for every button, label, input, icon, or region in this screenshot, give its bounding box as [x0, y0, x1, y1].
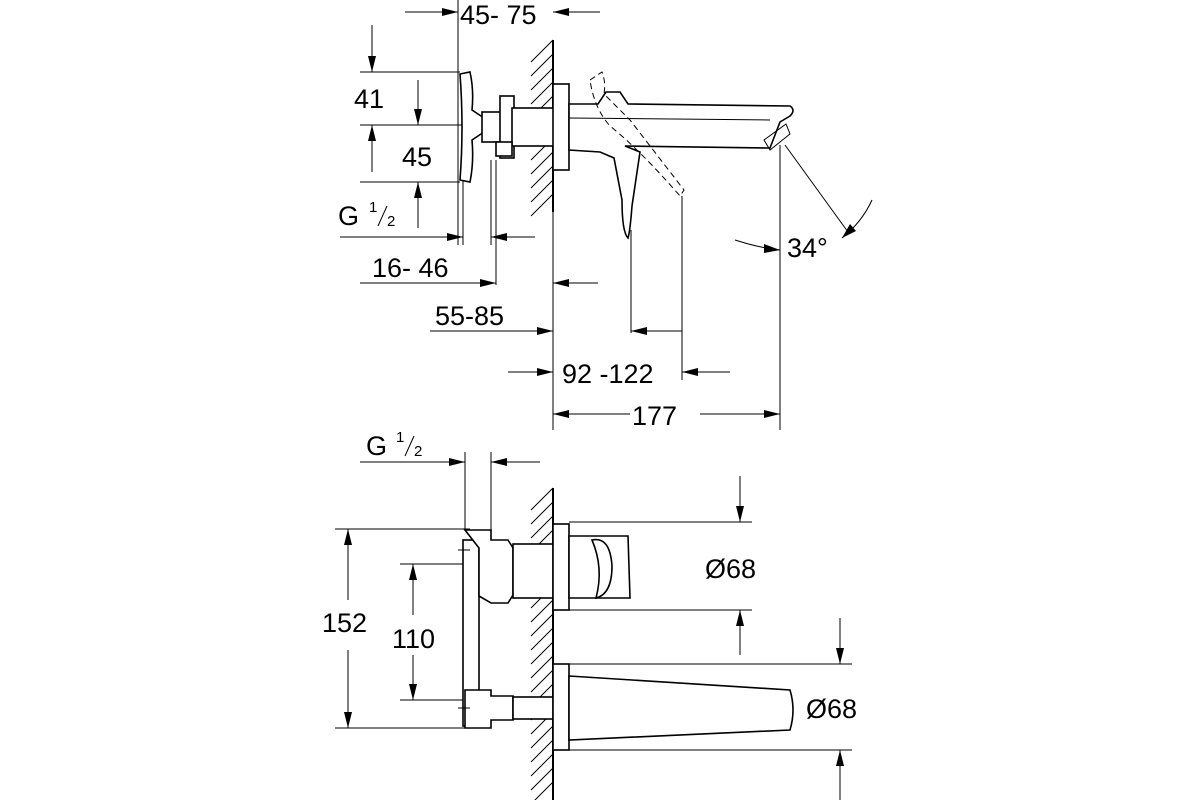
wall-hatch-line: [530, 81, 554, 105]
wall-hatch-line: [530, 767, 554, 791]
dim-92-122: 92 -122: [562, 359, 654, 389]
wall-hatch-line: [530, 179, 554, 203]
dim-dia-spout: Ø68: [806, 694, 857, 724]
spout-top: [568, 91, 794, 240]
svg-text:2: 2: [387, 213, 395, 230]
wall-hatch-line: [530, 725, 554, 749]
wall-bottom: [530, 487, 554, 800]
wall-hatch-line: [530, 67, 554, 91]
escutcheon-top: [552, 83, 570, 171]
handle-lever-side: [459, 71, 555, 183]
dim-41: 41: [354, 84, 384, 114]
dim-177: 177: [632, 401, 677, 431]
dim-110: 110: [392, 624, 435, 654]
svg-text:G: G: [366, 431, 387, 461]
wall-hatch-line: [530, 487, 554, 511]
dim-angle-34: 34°: [787, 233, 828, 263]
dim-55-85: 55-85: [435, 301, 504, 331]
wall-hatch-line: [530, 39, 554, 63]
wall-hatch-line: [530, 515, 554, 539]
wall-hatch-line: [530, 641, 554, 665]
bottom-view: G 1 2 152 110: [322, 429, 857, 800]
top-view: 45- 75 41 45 G 1 2 16- 46: [338, 0, 873, 431]
svg-text:G: G: [338, 201, 359, 231]
wall-hatch-line: [530, 501, 554, 525]
in-wall-body: [458, 529, 554, 729]
wall-hatch-line: [530, 53, 554, 77]
wall-hatch-line: [530, 599, 554, 623]
spout-escutcheon: [552, 663, 794, 751]
wall-hatch-line: [530, 193, 554, 217]
wall-hatch-line: [534, 781, 554, 800]
lever-alt-position: [589, 71, 685, 197]
dim-16-46: 16- 46: [372, 253, 449, 283]
thread-label-top: G 1 2: [338, 199, 395, 231]
dim-dia-handle: Ø68: [705, 554, 756, 584]
dim-45: 45: [402, 142, 432, 172]
wall-hatch-line: [530, 669, 554, 693]
wall-hatch-line: [530, 165, 554, 189]
dim-152: 152: [322, 608, 367, 638]
handle-escutcheon: [552, 523, 631, 611]
svg-text:1: 1: [396, 429, 404, 446]
wall-hatch-line: [530, 613, 554, 637]
wall-hatch-line: [530, 655, 554, 679]
svg-text:2: 2: [414, 443, 422, 460]
wall-hatch-line: [530, 627, 554, 651]
wall-hatch-line: [530, 753, 554, 777]
svg-text:1: 1: [369, 199, 377, 216]
wall-hatch-line: [530, 739, 554, 763]
thread-label-bottom: G 1 2: [366, 429, 422, 461]
wall-hatch-line: [530, 151, 554, 175]
dim-45-75: 45- 75: [460, 0, 537, 30]
